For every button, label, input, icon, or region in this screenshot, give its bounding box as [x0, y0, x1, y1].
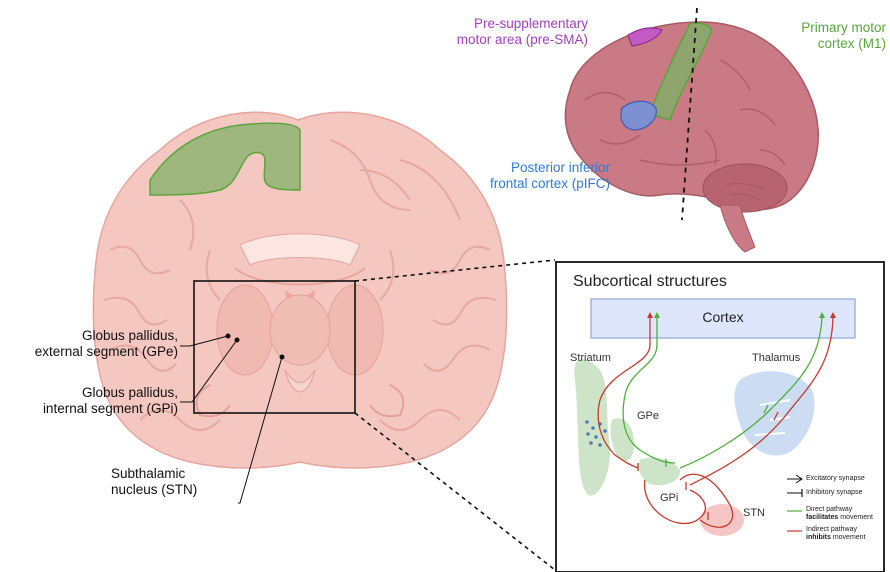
pifc-label: Posterior inferior frontal cortex (pIFC)	[440, 160, 610, 191]
stn-label-line2: nucleus (STN)	[111, 482, 241, 498]
stn-shape	[700, 504, 744, 536]
gpe-label-line1: Globus pallidus,	[0, 328, 178, 344]
legend-direct-line1: Direct pathway	[806, 506, 873, 514]
legend-indirect-line1: Indirect pathway	[806, 526, 866, 534]
m1-label: Primary motor cortex (M1)	[760, 20, 886, 51]
stn-label-line1: Subthalamic	[111, 466, 241, 482]
m1-region-coronal	[150, 123, 300, 195]
legend-direct-rest: movement	[838, 514, 873, 521]
legend-direct: Direct pathway facilitates movement	[806, 506, 873, 522]
thalamus-label: Thalamus	[752, 352, 800, 365]
legend-indirect: Indirect pathway inhibits movement	[806, 526, 866, 542]
pifc-label-line1: Posterior inferior	[440, 160, 610, 176]
legend-direct-line2: facilitates movement	[806, 514, 873, 522]
m1-label-line1: Primary motor	[760, 20, 886, 36]
gpe-label-line2: external segment (GPe)	[0, 344, 178, 360]
legend-indirect-bold: inhibits	[806, 534, 831, 541]
m1-label-line2: cortex (M1)	[760, 36, 886, 52]
pre-sma-label: Pre-supplementary motor area (pre-SMA)	[410, 16, 588, 47]
gpi-inset-label: GPi	[660, 492, 678, 505]
legend-inhibitory: Inhibitory synapse	[806, 489, 862, 497]
legend-indirect-rest: movement	[831, 534, 866, 541]
stn-label: Subthalamic nucleus (STN)	[111, 466, 241, 497]
striatum-label: Striatum	[570, 352, 611, 365]
gpi-label-line2: internal segment (GPi)	[0, 401, 178, 417]
pre-sma-label-line2: motor area (pre-SMA)	[410, 32, 588, 48]
legend-excitatory: Excitatory synapse	[806, 475, 865, 483]
gpe-marker	[226, 334, 231, 339]
legend-indirect-line2: inhibits movement	[806, 534, 866, 542]
inset-title: Subcortical structures	[573, 273, 727, 291]
pifc-label-line2: frontal cortex (pIFC)	[440, 176, 610, 192]
stn-marker	[280, 355, 285, 360]
gpi-label-line1: Globus pallidus,	[0, 385, 178, 401]
gpi-label: Globus pallidus, internal segment (GPi)	[0, 385, 178, 416]
stn-inset-label: STN	[743, 507, 765, 520]
gpe-label: Globus pallidus, external segment (GPe)	[0, 328, 178, 359]
gpe-inset-label: GPe	[637, 410, 659, 423]
legend-direct-bold: facilitates	[806, 514, 838, 521]
gpi-marker	[235, 338, 240, 343]
cortex-label: Cortex	[591, 309, 855, 325]
pre-sma-label-line1: Pre-supplementary	[410, 16, 588, 32]
